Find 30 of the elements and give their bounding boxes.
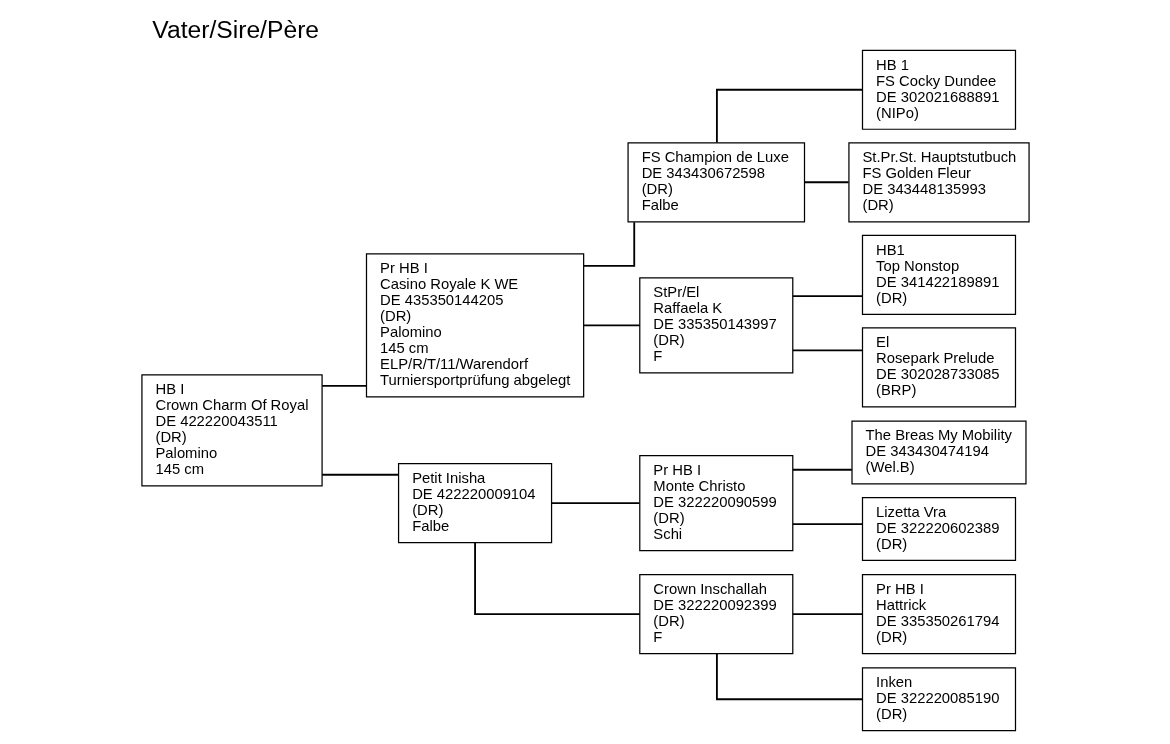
connector	[320, 473, 399, 476]
node-box: HB I Crown Charm Of Royal DE 422220043511 (DR) Palomino 145 cm	[140, 374, 323, 487]
connector	[715, 88, 863, 144]
node-box: Crown Inschallah DE 322220092399 (DR) F	[638, 574, 793, 655]
node-box: The Breas My Mobility DE 343430474194 (Wel.B)	[850, 420, 1027, 485]
node-box: HB 1 FS Cocky Dundee DE 302021688891 (NIPo)	[861, 49, 1016, 130]
node-box: Pr HB I Hattrick DE 335350261794 (DR)	[861, 574, 1016, 655]
node-box: Lizetta Vra DE 322220602389 (DR)	[861, 496, 1016, 562]
connector	[791, 468, 853, 471]
node-box: HB1 Top Nonstop DE 341422189891 (DR)	[861, 234, 1016, 315]
connector	[320, 384, 367, 387]
node-box: Pr HB I Casino Royale K WE DE 435350144205 (DR) Palomino 145 cm ELP/R/T/11/Warendorf Turniersportprüfung abgelegt	[365, 253, 584, 398]
node-box: Inken DE 322220085190 (DR)	[861, 667, 1016, 732]
connector	[791, 613, 863, 616]
diagram-title: Vater/Sire/Père	[151, 15, 319, 43]
connector	[550, 502, 640, 505]
connector	[791, 523, 863, 525]
node-box: Pr HB I Monte Christo DE 322220090599 (DR) Schi	[638, 454, 793, 552]
connector	[715, 652, 863, 701]
connector	[582, 324, 641, 327]
connector	[791, 349, 863, 352]
node-box: Petit Inisha DE 422220009104 (DR) Falbe	[397, 463, 552, 544]
connector	[473, 541, 641, 616]
connector	[582, 221, 635, 267]
node-box: St.Pr.St. Hauptstutbuch FS Golden Fleur DE 343448135993 (DR)	[847, 142, 1030, 223]
connector	[803, 181, 849, 184]
node-box: StPr/El Raffaela K DE 335350143997 (DR) F	[638, 277, 793, 374]
connector	[791, 295, 863, 298]
node-box: FS Champion de Luxe DE 343430672598 (DR) Falbe	[626, 142, 805, 223]
node-box: El Rosepark Prelude DE 302028733085 (BRP)	[861, 327, 1016, 408]
